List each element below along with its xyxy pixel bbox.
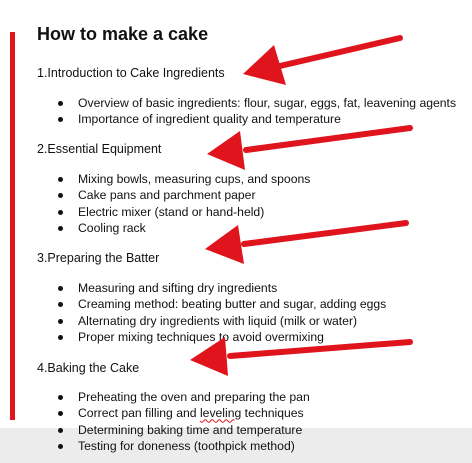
section-list-baking: Preheating the oven and preparing the pa… <box>58 389 310 454</box>
list-item: Importance of ingredient quality and tem… <box>58 111 456 127</box>
red-arrow-icon <box>205 220 409 264</box>
list-item: Cooling rack <box>58 220 310 236</box>
red-margin-bar <box>10 32 15 420</box>
list-item: Creaming method: beating butter and suga… <box>58 296 386 312</box>
section-list-batter: Measuring and sifting dry ingredients Cr… <box>58 280 386 345</box>
list-item: Mixing bowls, measuring cups, and spoons <box>58 171 310 187</box>
list-item: Determining baking time and temperature <box>58 422 310 438</box>
section-list-introduction: Overview of basic ingredients: flour, su… <box>58 95 456 128</box>
section-heading-equipment: 2.Essential Equipment <box>37 142 162 156</box>
list-item: Overview of basic ingredients: flour, su… <box>58 95 456 111</box>
spellcheck-flagged-word: leveling <box>199 406 242 421</box>
list-item: Cake pans and parchment paper <box>58 187 310 203</box>
list-item: Measuring and sifting dry ingredients <box>58 280 386 296</box>
red-arrow-icon <box>190 337 413 376</box>
section-heading-introduction: 1.Introduction to Cake Ingredients <box>37 66 225 80</box>
list-item: Testing for doneness (toothpick method) <box>58 438 310 454</box>
document-title: How to make a cake <box>37 24 209 44</box>
red-arrow-icon <box>243 35 403 85</box>
list-item-text: techniques <box>241 406 304 421</box>
list-item-text: Correct pan filling and <box>78 406 200 421</box>
section-heading-batter: 3.Preparing the Batter <box>37 251 160 265</box>
section-heading-baking: 4.Baking the Cake <box>37 361 140 375</box>
red-arrow-icon <box>207 125 413 170</box>
list-item: Correct pan filling and leveling techniq… <box>58 405 310 421</box>
list-item: Alternating dry ingredients with liquid … <box>58 313 386 329</box>
list-item: Proper mixing techniques to avoid overmi… <box>58 329 386 345</box>
section-list-equipment: Mixing bowls, measuring cups, and spoons… <box>58 171 310 236</box>
list-item: Electric mixer (stand or hand-held) <box>58 204 310 220</box>
list-item: Preheating the oven and preparing the pa… <box>58 389 310 405</box>
